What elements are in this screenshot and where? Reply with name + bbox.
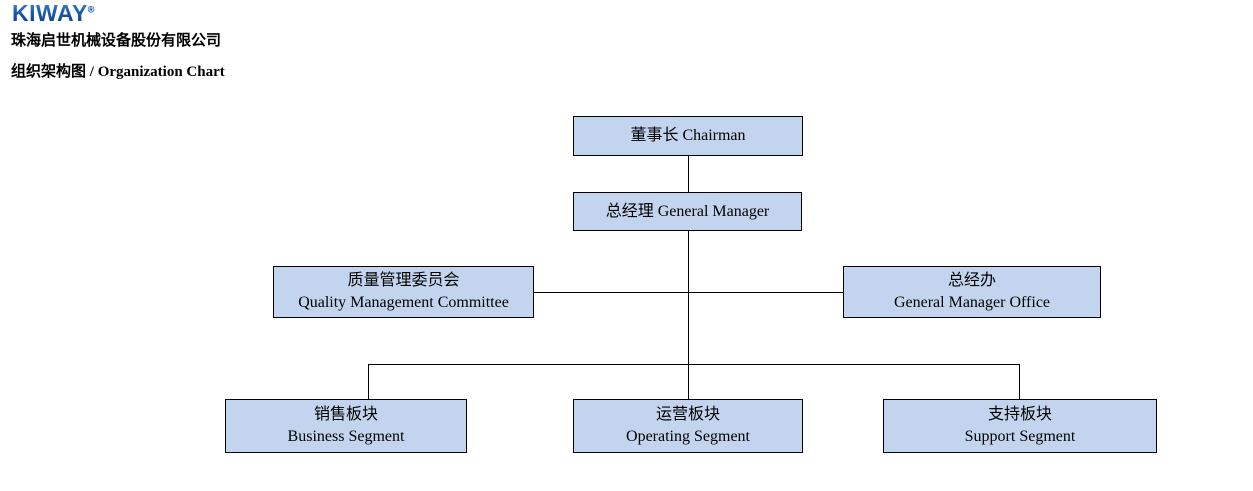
org-node-operating-segment-label-en: Operating Segment	[626, 428, 750, 445]
page-title: 组织架构图 / Organization Chart	[11, 62, 225, 82]
org-node-business-segment-label-cn: 销售板块	[313, 406, 378, 423]
org-node-general-manager-office-label-cn: 总经办	[947, 272, 996, 289]
connector-drop-business-segment	[368, 364, 369, 399]
org-node-operating-segment-label-cn: 运营板块	[655, 406, 720, 423]
connector-chairman-to-general-manager	[688, 156, 689, 192]
connector-general-manager-spine	[688, 231, 689, 365]
org-node-chairman-label: 董事长 Chairman	[630, 127, 746, 144]
connector-drop-support-segment	[1019, 364, 1020, 399]
kiway-logo: KIWAY®	[12, 2, 95, 25]
company-name: 珠海启世机械设备股份有限公司	[11, 32, 222, 49]
registered-trademark-icon: ®	[87, 4, 95, 15]
org-node-operating-segment[interactable]: 运营板块 Operating Segment	[573, 399, 803, 453]
page-title-en: Organization Chart	[97, 64, 225, 80]
connector-segment-distribution-bar	[368, 364, 1020, 365]
org-node-quality-management-committee[interactable]: 质量管理委员会 Quality Management Committee	[273, 266, 534, 318]
org-node-support-segment-label-en: Support Segment	[964, 428, 1076, 445]
org-node-business-segment[interactable]: 销售板块 Business Segment	[225, 399, 467, 453]
org-node-support-segment-label-cn: 支持板块	[987, 406, 1052, 423]
org-node-support-segment[interactable]: 支持板块 Support Segment	[883, 399, 1157, 453]
connector-to-quality-management-committee	[534, 292, 688, 293]
org-node-general-manager-label: 总经理 General Manager	[605, 202, 770, 220]
logo-wordmark: KIWAY	[12, 0, 88, 26]
connector-drop-operating-segment	[688, 364, 689, 399]
org-node-quality-management-committee-label-en: Quality Management Committee	[298, 294, 509, 311]
org-node-quality-management-committee-label-cn: 质量管理委员会	[347, 272, 460, 289]
page-title-cn: 组织架构图	[11, 63, 87, 80]
org-node-business-segment-label-en: Business Segment	[287, 428, 405, 445]
page-title-separator: /	[86, 64, 98, 80]
org-node-general-manager-office[interactable]: 总经办 General Manager Office	[843, 266, 1101, 318]
org-node-chairman[interactable]: 董事长 Chairman	[573, 116, 803, 156]
org-node-general-manager-office-label-en: General Manager Office	[893, 294, 1051, 311]
connector-to-general-manager-office	[688, 292, 843, 293]
org-node-general-manager[interactable]: 总经理 General Manager	[573, 192, 802, 231]
